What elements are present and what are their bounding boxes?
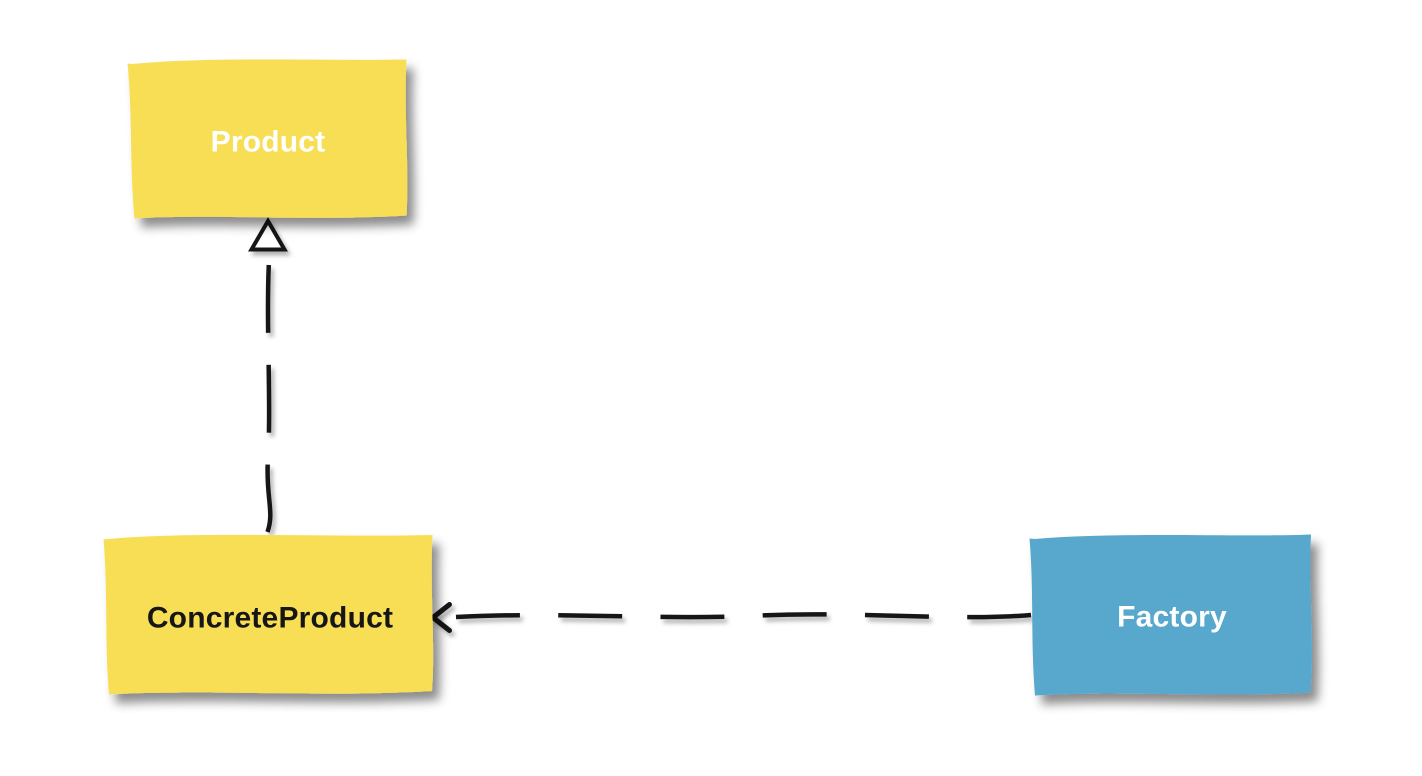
product-label: Product (211, 126, 326, 159)
dependency-dashed-line (455, 612, 1032, 620)
product-box (127, 59, 408, 219)
hollow-triangle-arrowhead-icon (248, 217, 288, 252)
factory-box (1029, 534, 1312, 696)
inheritance-dashed-line (265, 264, 273, 533)
node-factory: Factory (1029, 534, 1312, 696)
edge-inheritance (248, 217, 288, 533)
node-product: Product (127, 59, 408, 219)
concrete-product-box (103, 534, 434, 695)
node-concrete-product: ConcreteProduct (103, 534, 434, 695)
edge-dependency (430, 602, 1032, 633)
concrete-product-label: ConcreteProduct (147, 602, 393, 635)
open-chevron-arrowhead-icon (430, 602, 452, 633)
factory-label: Factory (1117, 601, 1227, 634)
